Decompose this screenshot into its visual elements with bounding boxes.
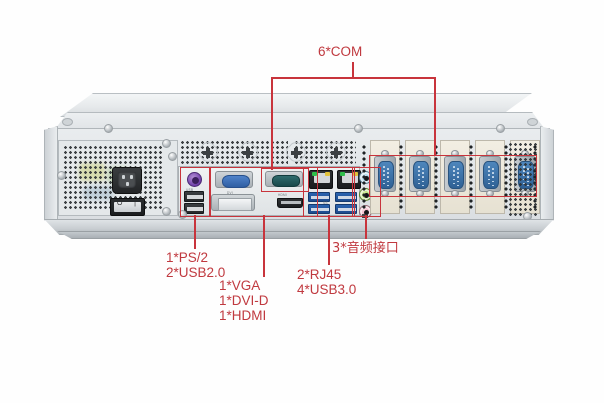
chassis-screw-bottom-left xyxy=(178,210,187,219)
box-ps2-usb2 xyxy=(180,167,210,217)
label-usb2: 2*USB2.0 xyxy=(166,265,226,280)
ac-pin-ground xyxy=(126,182,129,186)
leader-audio xyxy=(365,215,367,239)
chassis-right-side xyxy=(540,126,554,224)
label-usb3: 4*USB3.0 xyxy=(297,282,357,297)
leader-video xyxy=(263,215,265,277)
chassis-vent-upper xyxy=(180,140,288,164)
com-slot-1-inner xyxy=(378,161,394,189)
label-rj45: 2*RJ45 xyxy=(297,267,342,282)
psu-screw-left xyxy=(57,171,66,180)
ac-pin-live xyxy=(122,175,125,179)
leader-com-branch-right xyxy=(434,77,436,155)
rack-ear-hole-right xyxy=(527,118,538,126)
com-slot-4-nut-top xyxy=(486,150,494,157)
usb2-port-2[interactable] xyxy=(184,203,204,214)
box-com-onboard xyxy=(261,168,309,192)
com-slot-1-nut-top xyxy=(381,150,389,157)
box-audio-jacks xyxy=(352,167,381,217)
leader-com-bracket xyxy=(271,77,435,79)
com-port-slot-3[interactable] xyxy=(444,156,466,192)
ps2-port[interactable] xyxy=(187,172,202,187)
psu-screw-bottomright xyxy=(162,207,171,216)
psu-screw-topright xyxy=(162,139,171,148)
label-com-ports: 6*COM xyxy=(318,44,363,59)
lid-screw-3 xyxy=(496,124,505,133)
rj45-port-2[interactable] xyxy=(337,170,361,189)
com-port-onboard-inner xyxy=(272,175,300,187)
dvi-silk-label: DVI xyxy=(227,191,233,195)
power-switch-rocker[interactable] xyxy=(114,200,141,212)
label-ps2: 1*PS/2 xyxy=(166,250,209,265)
dvi-d-port[interactable] xyxy=(211,194,255,211)
rack-ear-hole-left xyxy=(62,118,73,126)
lid-screw-1 xyxy=(104,124,113,133)
lower-louvre-1 xyxy=(362,214,538,218)
com-slot-2-inner xyxy=(413,161,429,189)
box-video-ports xyxy=(210,167,318,217)
vga-port[interactable] xyxy=(215,171,253,188)
box-lan-usb3 xyxy=(303,167,355,217)
fan-outline-decorations xyxy=(198,142,346,162)
com-slot-4-inner xyxy=(483,161,499,189)
slot-vent-col-3 xyxy=(468,144,475,210)
hdmi-port[interactable] xyxy=(277,198,303,208)
label-dvi-d: 1*DVI-D xyxy=(219,293,269,308)
label-vga: 1*VGA xyxy=(219,278,261,293)
com-port-slot-4[interactable] xyxy=(479,156,501,192)
power-switch[interactable] xyxy=(110,198,145,216)
usb3-port-4[interactable] xyxy=(335,204,357,214)
com-port-slot-2[interactable] xyxy=(409,156,431,192)
leader-com-branch-left xyxy=(271,77,273,170)
ac-pin-neutral xyxy=(130,175,133,179)
label-hdmi: 1*HDMI xyxy=(219,308,267,323)
label-audio: 3*音频接口 xyxy=(332,241,399,256)
hdmi-silk-label: HDMI xyxy=(278,193,287,197)
com-slot-2-nut-top xyxy=(416,150,424,157)
rj45-2-led-act xyxy=(353,172,358,176)
lid-screw-2 xyxy=(354,124,363,133)
chassis-left-side xyxy=(44,126,58,224)
com-port-slot-1[interactable] xyxy=(374,156,396,192)
leader-com-stem xyxy=(352,62,354,78)
slot-vent-col-4 xyxy=(503,144,510,210)
vga-port-inner xyxy=(222,175,250,188)
leader-ps2-usb2 xyxy=(194,215,196,249)
dvi-d-port-inner xyxy=(218,198,252,211)
rj45-1-led-link xyxy=(312,172,317,176)
usb3-port-1[interactable] xyxy=(308,192,330,202)
com-port-onboard[interactable] xyxy=(265,171,303,187)
com-slot-3-nut-top xyxy=(451,150,459,157)
chassis-screw-io-left xyxy=(168,152,177,161)
usb3-port-3[interactable] xyxy=(335,192,357,202)
slot-vent-col-1 xyxy=(398,144,405,210)
box-com-slots xyxy=(369,155,537,197)
chassis-bottom-rail-lower xyxy=(56,231,542,239)
rj45-port-1[interactable] xyxy=(309,170,333,189)
slot-vent-col-0 xyxy=(361,144,368,210)
chassis-vent-right xyxy=(508,142,538,216)
rj45-1-led-act xyxy=(325,172,330,176)
rj45-2-led-link xyxy=(340,172,345,176)
slot-vent-col-2 xyxy=(433,144,440,210)
ac-power-inlet xyxy=(112,167,142,194)
usb2-silk-label: USB xyxy=(186,188,194,192)
usb3-port-2[interactable] xyxy=(308,204,330,214)
motherboard-io-shield: USB DVI HDMI xyxy=(178,166,361,216)
leader-lan-usb3 xyxy=(328,215,330,265)
usb2-port-1[interactable] xyxy=(184,191,204,202)
usb3-silk-label: SS xyxy=(323,201,328,205)
com-slot-3-inner xyxy=(448,161,464,189)
